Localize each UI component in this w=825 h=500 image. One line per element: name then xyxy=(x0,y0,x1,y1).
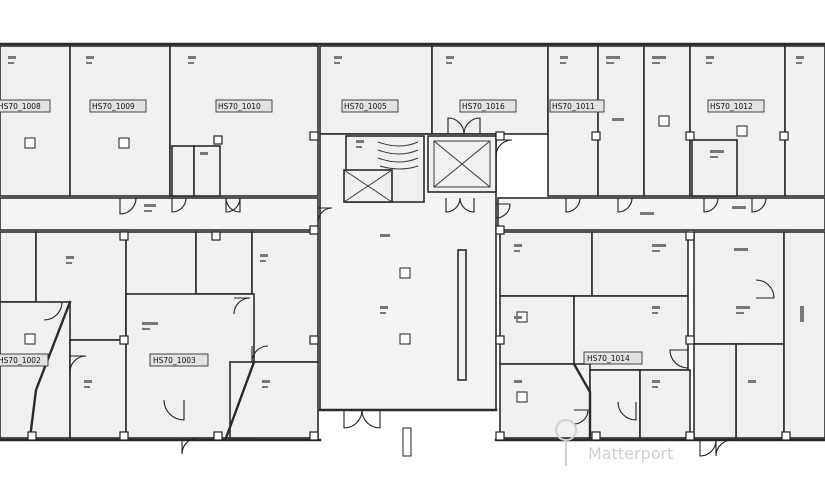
room-top-2 xyxy=(69,45,171,197)
room-label-1012: HS70_1012 xyxy=(710,102,753,111)
corridor-top-left xyxy=(0,197,319,231)
room-bl-1 xyxy=(0,231,37,303)
room-label-1011: HS70_1011 xyxy=(552,102,595,111)
room-label-1014: HS70_1014 xyxy=(587,354,630,363)
room-top-1 xyxy=(0,45,71,197)
room-br-9 xyxy=(783,231,825,439)
room-top-4 xyxy=(319,45,433,135)
room-br-3 xyxy=(499,295,575,365)
room-br-10 xyxy=(693,343,737,439)
room-label-1010: HS70_1010 xyxy=(218,102,261,111)
room-label-1009: HS70_1009 xyxy=(92,102,135,111)
room-wc-2 xyxy=(193,145,221,197)
lobby-bench xyxy=(457,249,467,381)
room-bl-6 xyxy=(69,339,127,439)
room-tag-1011: HS70_1011 xyxy=(549,99,605,113)
room-tag-1002: HS70_1002 xyxy=(0,353,49,367)
room-bl-5 xyxy=(251,231,319,363)
room-tag-1012: HS70_1012 xyxy=(707,99,765,113)
room-tag-1005: HS70_1005 xyxy=(341,99,399,113)
room-bl-7 xyxy=(229,361,319,439)
room-label-1008: HS70_1008 xyxy=(0,102,41,111)
room-service-right xyxy=(691,139,738,197)
room-label-1005: HS70_1005 xyxy=(344,102,387,111)
room-br-1 xyxy=(499,231,593,297)
room-br-2 xyxy=(591,231,689,297)
room-tag-1014: HS70_1014 xyxy=(583,351,643,365)
columns xyxy=(27,131,791,441)
room-top-5 xyxy=(431,45,549,135)
watermark-text: Matterport xyxy=(588,444,673,463)
corridor-top-right xyxy=(497,197,825,231)
room-label-1016: HS70_1016 xyxy=(462,102,505,111)
room-annotations xyxy=(8,56,804,388)
room-1002 xyxy=(0,301,71,439)
room-tag-1010: HS70_1010 xyxy=(215,99,273,113)
room-br-6 xyxy=(639,369,691,439)
room-label-1003: HS70_1003 xyxy=(153,356,196,365)
room-br-8 xyxy=(735,343,785,439)
room-br-5 xyxy=(589,369,641,439)
room-bl-4 xyxy=(195,231,253,295)
room-wc-1 xyxy=(171,145,195,197)
room-top-6 xyxy=(547,45,599,197)
room-tag-1009: HS70_1009 xyxy=(89,99,147,113)
room-label-1002: HS70_1002 xyxy=(0,356,41,365)
room-tag-1016: HS70_1016 xyxy=(459,99,517,113)
room-tag-1008: HS70_1008 xyxy=(0,99,51,113)
watermark: Matterport xyxy=(555,419,673,466)
map-pin-icon xyxy=(555,419,578,466)
doors xyxy=(43,117,775,457)
room-top-10 xyxy=(784,45,825,197)
room-tag-1003: HS70_1003 xyxy=(149,353,209,367)
